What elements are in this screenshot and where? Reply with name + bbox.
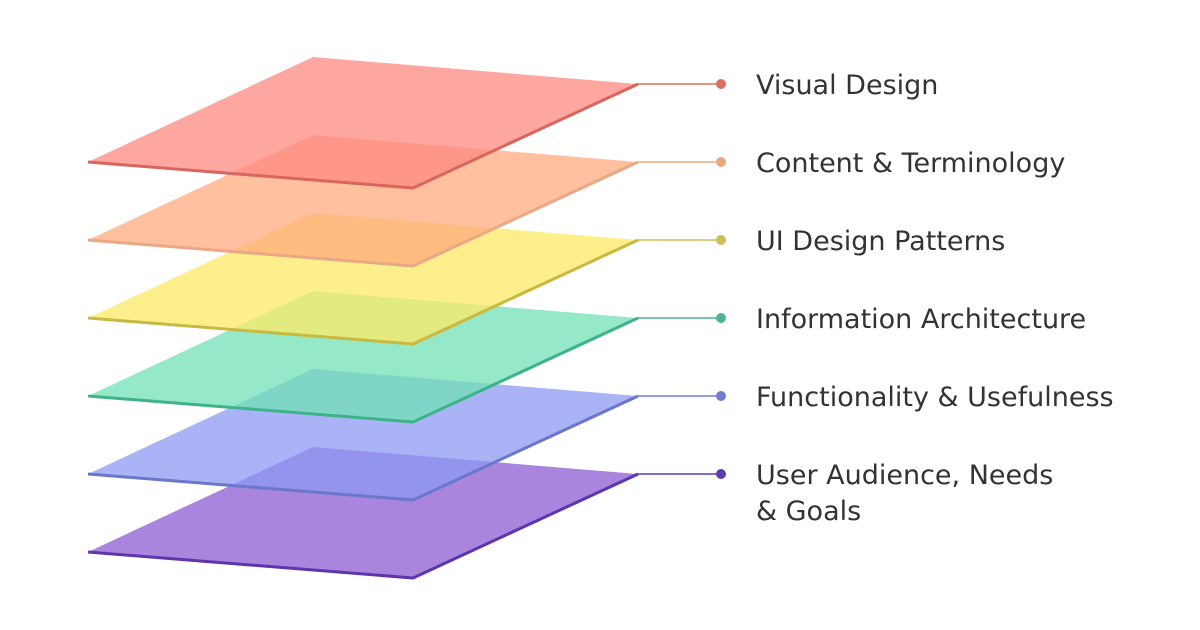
- layer-label-line: UI Design Patterns: [756, 226, 1005, 257]
- layer-label-line: Information Architecture: [756, 304, 1086, 335]
- layer-label-line: User Audience, Needs: [756, 460, 1053, 491]
- connector-dot-visual-design: [716, 79, 726, 89]
- connector-dot-information-architecture: [716, 313, 726, 323]
- layer-label-line: & Goals: [756, 496, 861, 527]
- layer-label-information-architecture: Information Architecture: [756, 304, 1086, 335]
- plane-edge: [87, 472, 639, 580]
- connector-dot-content-terminology: [716, 157, 726, 167]
- plane-surface: [88, 213, 638, 344]
- plane-surface: [88, 57, 638, 188]
- layer-label-visual-design: Visual Design: [756, 70, 938, 101]
- connector-dot-user-audience-needs-goals: [716, 469, 726, 479]
- layer-label-line: Visual Design: [756, 70, 938, 101]
- plane-surface: [88, 369, 638, 500]
- layer-plane-ui-design-patterns: [87, 213, 639, 346]
- plane-edge: [87, 316, 639, 424]
- connector-dot-ui-design-patterns: [716, 235, 726, 245]
- plane-edge: [87, 82, 639, 190]
- layer-label-line: Content & Terminology: [756, 148, 1065, 179]
- layer-plane-visual-design: [87, 57, 639, 190]
- layer-plane-functionality-usefulness: [87, 369, 639, 502]
- plane-surface: [88, 291, 638, 422]
- layer-plane-information-architecture: [87, 291, 639, 424]
- layer-plane-user-audience-needs-goals: [87, 447, 639, 580]
- layer-stack: [87, 57, 639, 580]
- connector-dot-functionality-usefulness: [716, 391, 726, 401]
- layer-label-content-terminology: Content & Terminology: [756, 148, 1065, 179]
- layer-plane-content-terminology: [87, 135, 639, 268]
- layer-label-line: Functionality & Usefulness: [756, 382, 1114, 413]
- plane-edge: [87, 238, 639, 346]
- plane-surface: [88, 135, 638, 266]
- connector-lines: [638, 79, 726, 479]
- layer-label-user-audience-needs-goals: User Audience, Needs & Goals: [756, 460, 1053, 527]
- plane-edge: [87, 394, 639, 502]
- plane-surface: [88, 447, 638, 578]
- layer-label-ui-design-patterns: UI Design Patterns: [756, 226, 1005, 257]
- plane-edge: [87, 160, 639, 268]
- layer-label-functionality-usefulness: Functionality & Usefulness: [756, 382, 1114, 413]
